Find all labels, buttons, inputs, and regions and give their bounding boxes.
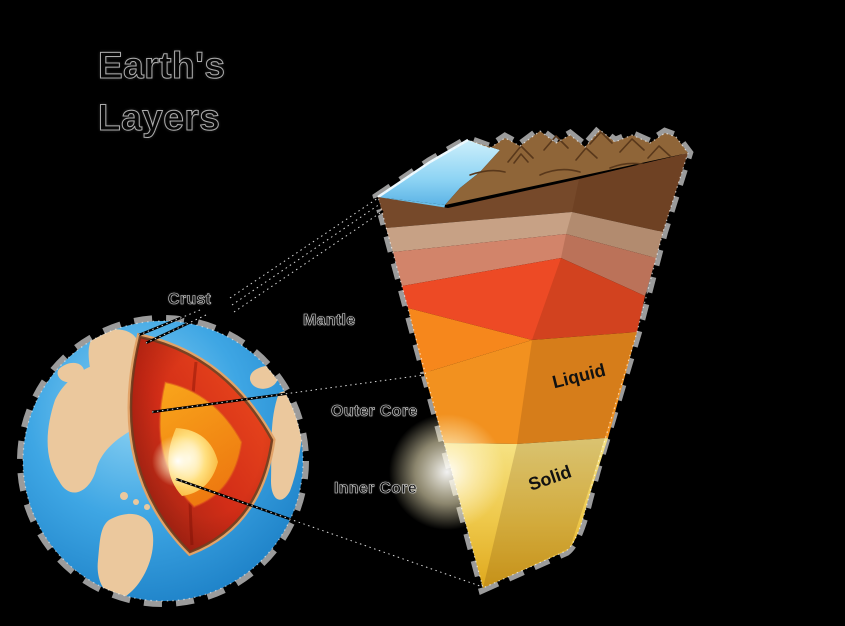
globe-continents [47,329,303,626]
label-outer-core: Outer Core [331,403,418,421]
wedge-mountains [445,130,688,205]
crust-line-to-wedge-2 [231,203,381,306]
diagram-title: Earth's Layers [97,40,226,144]
globe-dotted-edge [22,320,304,602]
layer-outer-core-liquid [424,332,637,444]
label-mantle: Mantle [303,312,356,330]
label-inner-core: Inner Core [334,480,418,498]
globe-gray-backing [17,315,309,607]
continent-arctic-islands [57,362,85,383]
layer-upper-mantle-salmon [393,234,656,296]
globe-cutaway [127,332,276,557]
continent-south-america [97,513,154,598]
crust-line-to-wedge-1 [229,197,379,299]
layer-mantle-redorange [402,258,645,340]
mountain-ridge-lines [469,131,671,176]
wedge-right-face-shade [483,153,688,588]
wedge-water-surface [378,140,500,205]
title-line-2: Layers [97,97,221,139]
title-line-1: Earth's [97,45,226,87]
island-caribbean-1 [120,492,128,500]
globe [17,315,309,626]
continent-africa-europe [271,391,303,500]
leader-lines-speckle [138,197,481,587]
inner-core-glow [152,435,204,487]
island-caribbean-3 [144,504,150,510]
wedge-dotted-edge [377,129,689,589]
label-crust: Crust [168,291,212,309]
layer-crust [378,153,688,232]
wedge-core-glow [389,414,505,530]
leader-lines [138,197,481,588]
continent-antarctica-hint [190,604,300,626]
wedge [372,123,694,595]
island-caribbean-2 [133,499,139,505]
layer-mantle-orange [408,308,532,373]
layer-upper-mantle-tan [386,212,663,258]
continent-greenland [88,329,140,405]
